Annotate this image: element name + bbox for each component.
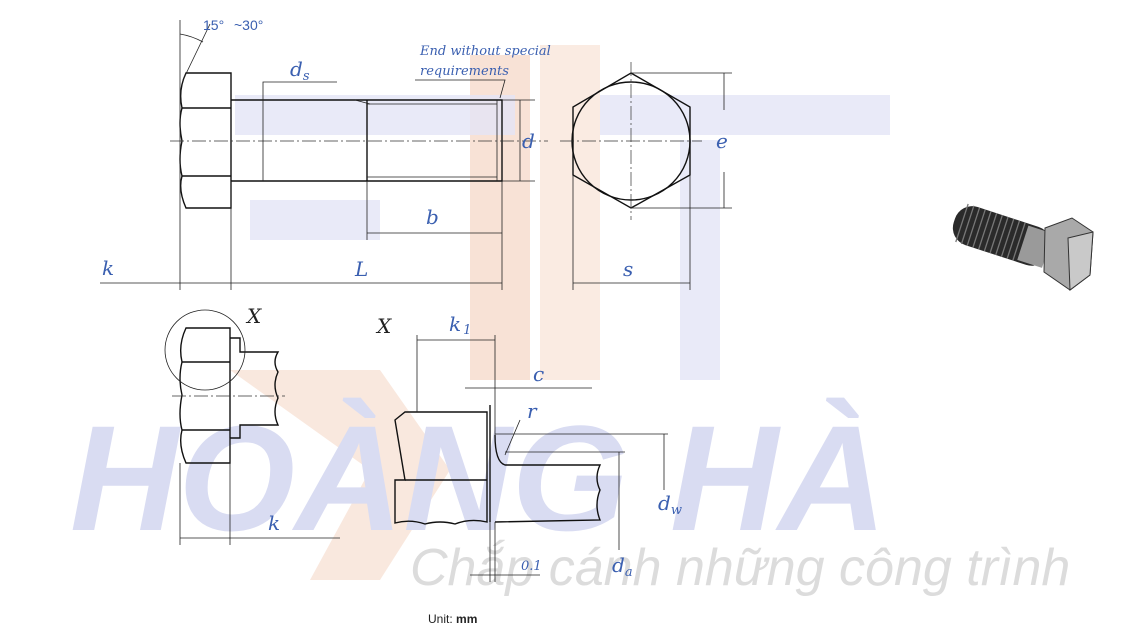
x-label: X (245, 304, 262, 328)
L-label: L (354, 257, 368, 281)
watermark: HOÀNG HÀ Chắp cánh những công trình (70, 45, 1070, 597)
bolt-head-view-x (164, 309, 340, 545)
unit-note: Unit: mm (428, 612, 477, 626)
detail-x-view (394, 335, 668, 582)
da-label: da (612, 553, 633, 580)
ds-label: ds (290, 57, 310, 84)
k-bottom-label: k (268, 511, 280, 535)
bolt-end-view (560, 62, 732, 290)
bolt-side-view (100, 20, 548, 290)
c-label: c (533, 362, 544, 386)
angle-to-label: ~30° (234, 17, 263, 33)
r-label: r (527, 399, 538, 423)
s-label: s (623, 257, 633, 281)
b-label: b (426, 205, 439, 229)
unit-value: mm (456, 612, 478, 626)
angle-from-label: 15° (203, 17, 224, 33)
d-label: d (522, 129, 535, 153)
watermark-slogan: Chắp cánh những công trình (410, 539, 1070, 597)
tolerance-label: 0.1 (521, 559, 542, 574)
dw-label: dw (658, 491, 682, 518)
x-detail-label: X (375, 314, 392, 338)
bolt-3d-image (952, 203, 1094, 291)
unit-label: Unit: (428, 612, 453, 626)
k-label: k (102, 256, 114, 280)
end-note-line1: End without special (419, 44, 551, 59)
watermark-bars (235, 95, 890, 380)
dimension-labels: 15° ~30° End without special requirement… (102, 17, 728, 580)
e-label: e (716, 129, 728, 153)
watermark-brand: HOÀNG HÀ (70, 394, 887, 562)
end-note-line2: requirements (420, 64, 509, 79)
